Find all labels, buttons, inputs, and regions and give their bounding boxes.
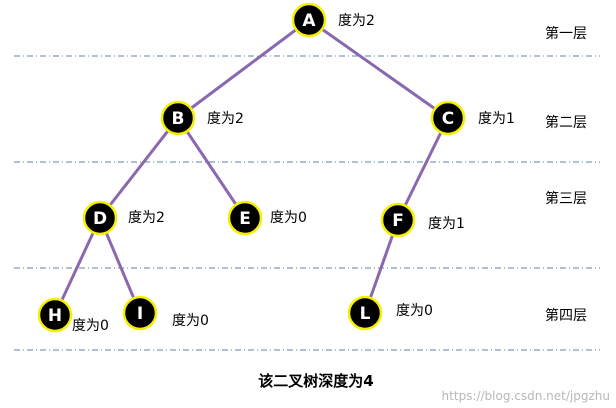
tree-node-l: L 度为0 (347, 295, 433, 331)
node-circle (122, 295, 158, 331)
tree-node-h: H 度为0 (37, 297, 109, 334)
node-circle (160, 100, 196, 136)
tree-node-i: I 度为0 (122, 295, 209, 331)
degree-label: 度为1 (478, 111, 515, 127)
node-letter: I (137, 304, 143, 324)
node-circle (37, 297, 73, 333)
node-letter: L (360, 304, 371, 324)
edge-c-f (396, 116, 450, 222)
node-circle (227, 200, 263, 236)
node-circle (291, 2, 327, 38)
degree-label: 度为2 (338, 13, 375, 29)
degree-label: 度为0 (72, 318, 109, 334)
level-label-3: 第三层 (545, 190, 587, 207)
edge-b-e (176, 116, 247, 220)
edge-d-h (53, 216, 102, 317)
tree-node-b: B 度为2 (160, 100, 244, 136)
degree-label: 度为1 (428, 216, 465, 232)
watermark: https://blog.csdn.net/jpgzhu (442, 389, 610, 403)
tree-node-e: E 度为0 (227, 200, 307, 236)
tree-edges (53, 18, 450, 317)
edge-a-c (307, 18, 450, 120)
edge-b-d (98, 116, 180, 220)
degree-label: 度为2 (128, 210, 165, 226)
tree-node-c: C 度为1 (430, 100, 515, 136)
node-circle (347, 295, 383, 331)
degree-label: 度为0 (396, 303, 433, 319)
node-letter: E (239, 209, 251, 229)
level-label-2: 第二层 (545, 114, 587, 131)
level-label-1: 第一层 (545, 25, 587, 42)
node-letter: F (392, 211, 404, 231)
degree-label: 度为2 (207, 111, 244, 127)
level-label-4: 第四层 (545, 307, 587, 324)
node-circle (82, 200, 118, 236)
tree-node-f: F 度为1 (380, 202, 465, 238)
node-letter: B (172, 109, 185, 129)
edge-a-b (176, 18, 311, 120)
node-letter: C (442, 109, 454, 129)
node-circle (430, 100, 466, 136)
node-letter: H (48, 306, 62, 326)
node-circle (380, 202, 416, 238)
level-labels: 第一层 第二层 第三层 第四层 (545, 25, 587, 324)
tree-node-a: A 度为2 (291, 2, 375, 38)
node-letter: D (93, 209, 107, 229)
tree-node-d: D 度为2 (82, 200, 165, 236)
degree-label: 度为0 (172, 313, 209, 329)
node-letter: A (302, 11, 316, 31)
degree-label: 度为0 (270, 210, 307, 226)
diagram-caption: 该二叉树深度为4 (258, 372, 373, 390)
